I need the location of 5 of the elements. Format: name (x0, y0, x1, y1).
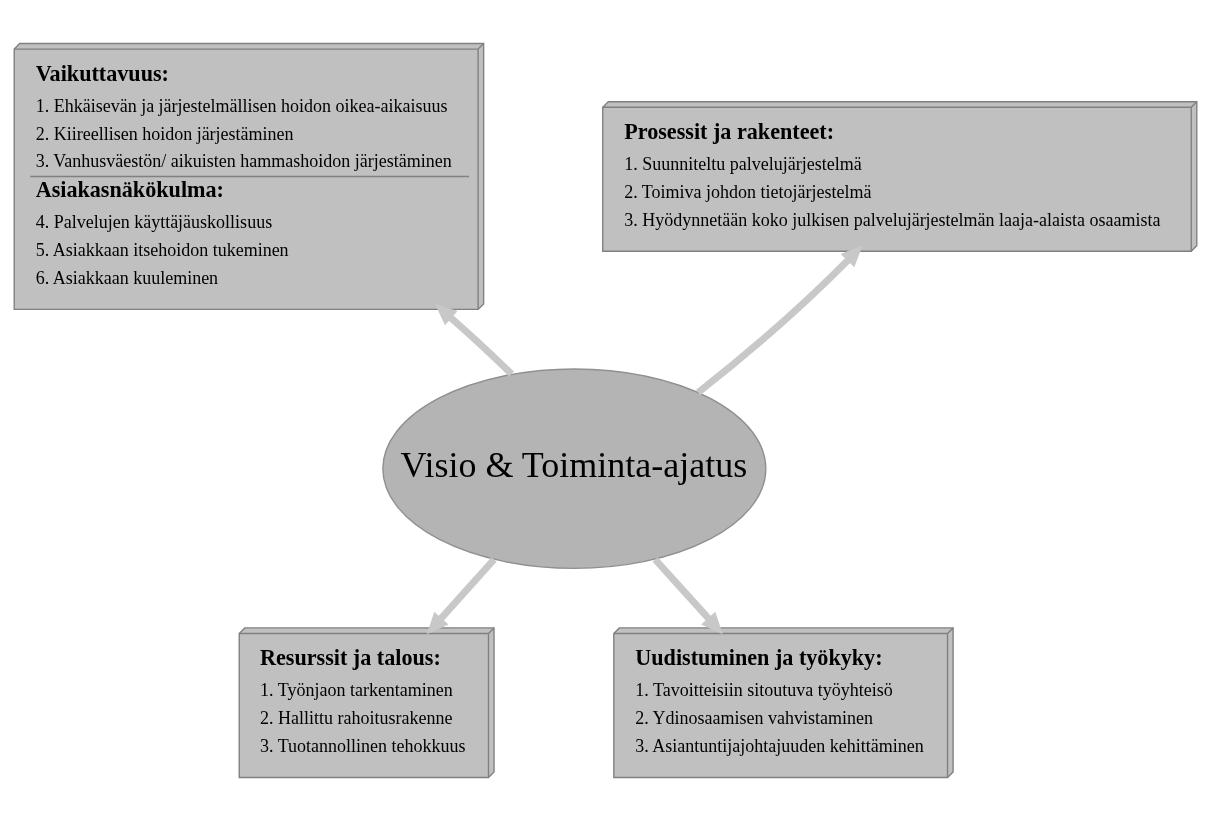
arrow (652, 556, 723, 634)
arrow (434, 303, 514, 376)
arrow (426, 556, 497, 634)
arrow (696, 244, 863, 395)
node-ellipse: Visio & Toiminta-ajatus (382, 367, 767, 569)
